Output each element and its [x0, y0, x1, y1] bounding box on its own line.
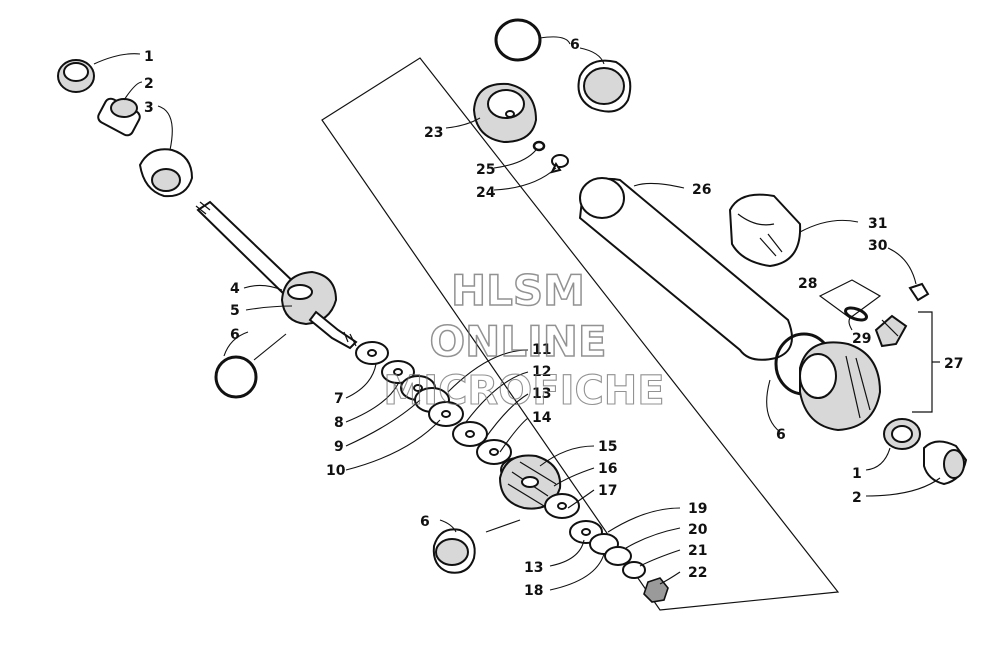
small-o-ring	[532, 140, 546, 152]
bushing-top-left	[57, 59, 95, 93]
spacer-top-left	[97, 97, 141, 137]
callout-22: 22	[688, 565, 707, 581]
callout-10: 10	[326, 463, 346, 479]
callout-31: 31	[868, 216, 887, 232]
piston	[498, 454, 562, 510]
callout-2: 2	[144, 76, 154, 92]
callout-6-lower: 6	[420, 514, 430, 530]
callout-24-dup: 25	[476, 162, 495, 178]
callout-6-right: 6	[776, 427, 786, 443]
callout-23: 23	[424, 125, 443, 141]
callout-27: 27	[944, 356, 963, 372]
callout-17: 17	[598, 483, 617, 499]
shaft-end-thread	[308, 310, 358, 350]
wear-band-lower	[432, 528, 476, 574]
callout-8: 8	[334, 415, 344, 431]
watermark-line-2: ONLINE	[429, 317, 606, 366]
reservoir-cap-sleeve	[728, 193, 802, 268]
callout-14: 14	[532, 410, 552, 426]
callout-18: 18	[524, 583, 543, 599]
watermark: HLSM ONLINE MICROFICHE	[383, 265, 665, 414]
callout-28: 28	[798, 276, 817, 292]
callout-21: 21	[688, 543, 707, 559]
valve-o-ring	[844, 306, 868, 322]
assembly-28-outline	[818, 279, 882, 319]
callout-1: 1	[144, 49, 154, 65]
callout-7: 7	[334, 391, 344, 407]
watermark-line-1: HLSM	[451, 266, 585, 315]
callout-13-upper: 13	[532, 386, 551, 402]
callout-6-left: 6	[230, 327, 240, 343]
eyelet-sleeve	[138, 148, 194, 198]
callout-16: 16	[598, 461, 617, 477]
shaft-bumper	[280, 270, 338, 326]
callout-5: 5	[230, 303, 240, 319]
watermark-line-3: MICROFICHE	[383, 368, 664, 414]
dividing-piston	[472, 82, 538, 144]
valve-bracket	[912, 311, 940, 413]
callout-29: 29	[852, 331, 871, 347]
callout-11: 11	[532, 342, 551, 358]
reservoir-body	[578, 177, 793, 361]
bushing-right	[883, 418, 921, 450]
callout-6-top: 6	[570, 37, 580, 53]
callout-30: 30	[868, 238, 888, 254]
o-ring-left	[214, 355, 258, 399]
callout-4: 4	[230, 281, 240, 297]
callout-13-lower: 13	[524, 560, 543, 576]
callout-2-right: 2	[852, 490, 862, 506]
callout-12: 12	[532, 364, 551, 380]
callout-3: 3	[144, 100, 154, 116]
callout-9: 9	[334, 439, 344, 455]
valve-cap	[908, 282, 930, 302]
callout-19: 19	[688, 501, 707, 517]
o-ring-top	[494, 18, 542, 62]
shock-body-cap	[799, 341, 882, 432]
callout-24: 24	[476, 185, 496, 201]
callout-15: 15	[598, 439, 617, 455]
callout-26: 26	[692, 182, 711, 198]
schrader-valve	[874, 314, 908, 348]
callout-20: 20	[688, 522, 708, 538]
callout-1-right: 1	[852, 466, 862, 482]
assembly-outline	[321, 57, 840, 611]
wear-band-top	[577, 59, 632, 113]
leader-lines	[93, 36, 941, 591]
shim-stack-right	[544, 493, 669, 603]
callout-labels: 1 2 3 4 5 6 6 6 6 7 8 9 10 11 12 13 13 1…	[144, 37, 963, 599]
spacer-right	[923, 440, 968, 486]
